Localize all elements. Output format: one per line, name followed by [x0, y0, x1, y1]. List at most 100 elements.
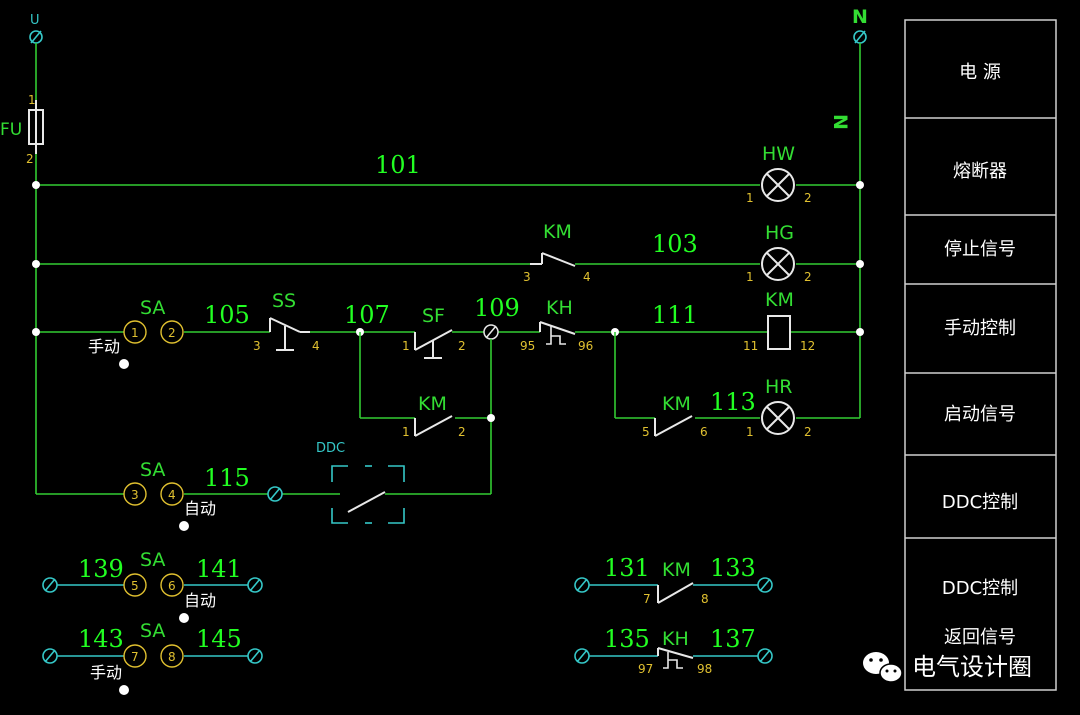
button-sf-start: SF 1 2	[402, 305, 466, 359]
contact-km-label: KM	[543, 221, 572, 243]
fuse-terminal-1: 1	[28, 93, 36, 107]
rung-143-145: 7 8 SA 143 145 手动	[42, 620, 263, 695]
lamp-hw-terminal-2: 2	[804, 191, 812, 205]
coil-km: KM 11 12	[743, 289, 815, 353]
sa-mode-auto: 自动	[184, 499, 216, 518]
sf-label: SF	[422, 305, 445, 327]
fuse-terminal-2: 2	[26, 152, 34, 166]
sa-label: SA	[140, 297, 165, 319]
legend-stop-signal: 停止信号	[944, 239, 1016, 260]
kh-label: KH	[546, 297, 573, 319]
wire-101: 101	[375, 151, 421, 179]
phase-label: U	[30, 13, 40, 28]
selector-sa-3-4: 3 4 SA 自动	[123, 459, 216, 531]
wire-131: 131	[604, 554, 650, 582]
branch-km-hold: KM 1 2	[359, 332, 495, 494]
wire-103: 103	[652, 230, 698, 258]
lamp-hr-terminal-2: 2	[804, 425, 812, 439]
sa-terminal-8: 8	[168, 650, 176, 664]
lamp-hg-terminal-2: 2	[804, 270, 812, 284]
overload-kh-95-96: KH 95 96	[520, 297, 593, 353]
wechat-icon	[863, 652, 903, 683]
phase-rail: U	[29, 13, 43, 494]
contact-ddc: DDC	[316, 441, 405, 524]
sa-label-2: SA	[140, 459, 165, 481]
rung-139-141: 5 6 SA 139 141 自动	[42, 549, 263, 623]
kh-terminal-96: 96	[578, 339, 593, 353]
neutral-mark: N	[829, 114, 851, 130]
lamp-hr-terminal-1: 1	[746, 425, 754, 439]
sa-terminal-1: 1	[131, 326, 139, 340]
watermark-text: 电气设计圈	[912, 653, 1032, 681]
rung-101: 101	[32, 151, 864, 189]
rung-135-137: KH 97 98 135 137	[574, 625, 773, 676]
legend-table: 电 源 熔断器 停止信号 手动控制 启动信号 DDC控制 DDC控制 返回信号	[904, 19, 1057, 691]
wire-107: 107	[344, 301, 390, 329]
km-return-label: KM	[662, 559, 691, 581]
wire-105: 105	[204, 301, 250, 329]
ddc-label: DDC	[316, 441, 345, 456]
rung-main: 105 107 109 111	[32, 294, 864, 340]
wire-133: 133	[710, 554, 756, 582]
km-hold-terminal-2: 2	[458, 425, 466, 439]
fuse-fu: FU 1 2	[0, 93, 44, 166]
wire-143: 143	[78, 625, 124, 653]
coil-km-label: KM	[765, 289, 794, 311]
sa-terminal-3: 3	[131, 488, 139, 502]
wire-115: 115	[204, 464, 250, 492]
coil-terminal-12: 12	[800, 339, 815, 353]
sf-terminal-1: 1	[402, 339, 410, 353]
coil-terminal-11: 11	[743, 339, 758, 353]
km-hold-label: KM	[418, 393, 447, 415]
wire-135: 135	[604, 625, 650, 653]
sa-label-3: SA	[140, 549, 165, 571]
wire-141: 141	[196, 555, 242, 583]
kh-return-label: KH	[662, 628, 689, 650]
rung-103: 103	[32, 230, 864, 268]
wire-111: 111	[652, 301, 698, 329]
legend-fuse: 熔断器	[953, 161, 1007, 182]
legend-start-signal: 启动信号	[944, 404, 1016, 425]
kh-return-terminal-97: 97	[638, 662, 653, 676]
wire-139: 139	[78, 555, 124, 583]
rung-115: 115	[36, 464, 491, 502]
wire-137: 137	[710, 625, 756, 653]
legend-manual-control: 手动控制	[944, 318, 1016, 339]
wire-109: 109	[474, 294, 520, 322]
ss-terminal-3: 3	[253, 339, 261, 353]
lamp-hw-terminal-1: 1	[746, 191, 754, 205]
sa-terminal-4: 4	[168, 488, 176, 502]
wire-113: 113	[710, 388, 756, 416]
sa-mode-manual: 手动	[88, 337, 120, 356]
watermark: 电气设计圈	[863, 652, 1032, 683]
lamp-hr: HR 1 2	[746, 376, 812, 439]
lamp-hw-label: HW	[762, 143, 795, 165]
kh-return-terminal-98: 98	[697, 662, 712, 676]
ss-terminal-4: 4	[312, 339, 320, 353]
km-hold-terminal-1: 1	[402, 425, 410, 439]
rung-113: KM 5 6 113	[614, 332, 860, 439]
neutral-label: N	[852, 6, 868, 28]
legend-return-signal: 返回信号	[944, 627, 1016, 648]
contact-km-terminal-3: 3	[523, 270, 531, 284]
sa-terminal-2: 2	[168, 326, 176, 340]
rung-131-133: KM 7 8 131 133	[574, 554, 773, 606]
kh-terminal-95: 95	[520, 339, 535, 353]
neutral-rail: N N	[829, 6, 868, 418]
fuse-label: FU	[0, 120, 22, 140]
lamp-hg: HG 1 2	[746, 222, 812, 284]
button-ss-stop: SS 3 4	[253, 290, 320, 353]
legend-power: 电 源	[959, 62, 1001, 83]
sa-terminal-7: 7	[131, 650, 139, 664]
selector-sa-1-2: 1 2 SA 手动	[88, 297, 184, 369]
sa-terminal-5: 5	[131, 579, 139, 593]
km-return-terminal-7: 7	[643, 592, 651, 606]
contact-km-terminal-4: 4	[583, 270, 591, 284]
sa-mode-manual-2: 手动	[90, 663, 122, 682]
legend-ddc-control-2: DDC控制	[942, 578, 1018, 599]
km-run-terminal-5: 5	[642, 425, 650, 439]
contact-km-3-4: KM 3 4	[523, 221, 591, 284]
lamp-hw: HW 1 2	[746, 143, 812, 205]
lamp-hr-label: HR	[765, 376, 793, 398]
